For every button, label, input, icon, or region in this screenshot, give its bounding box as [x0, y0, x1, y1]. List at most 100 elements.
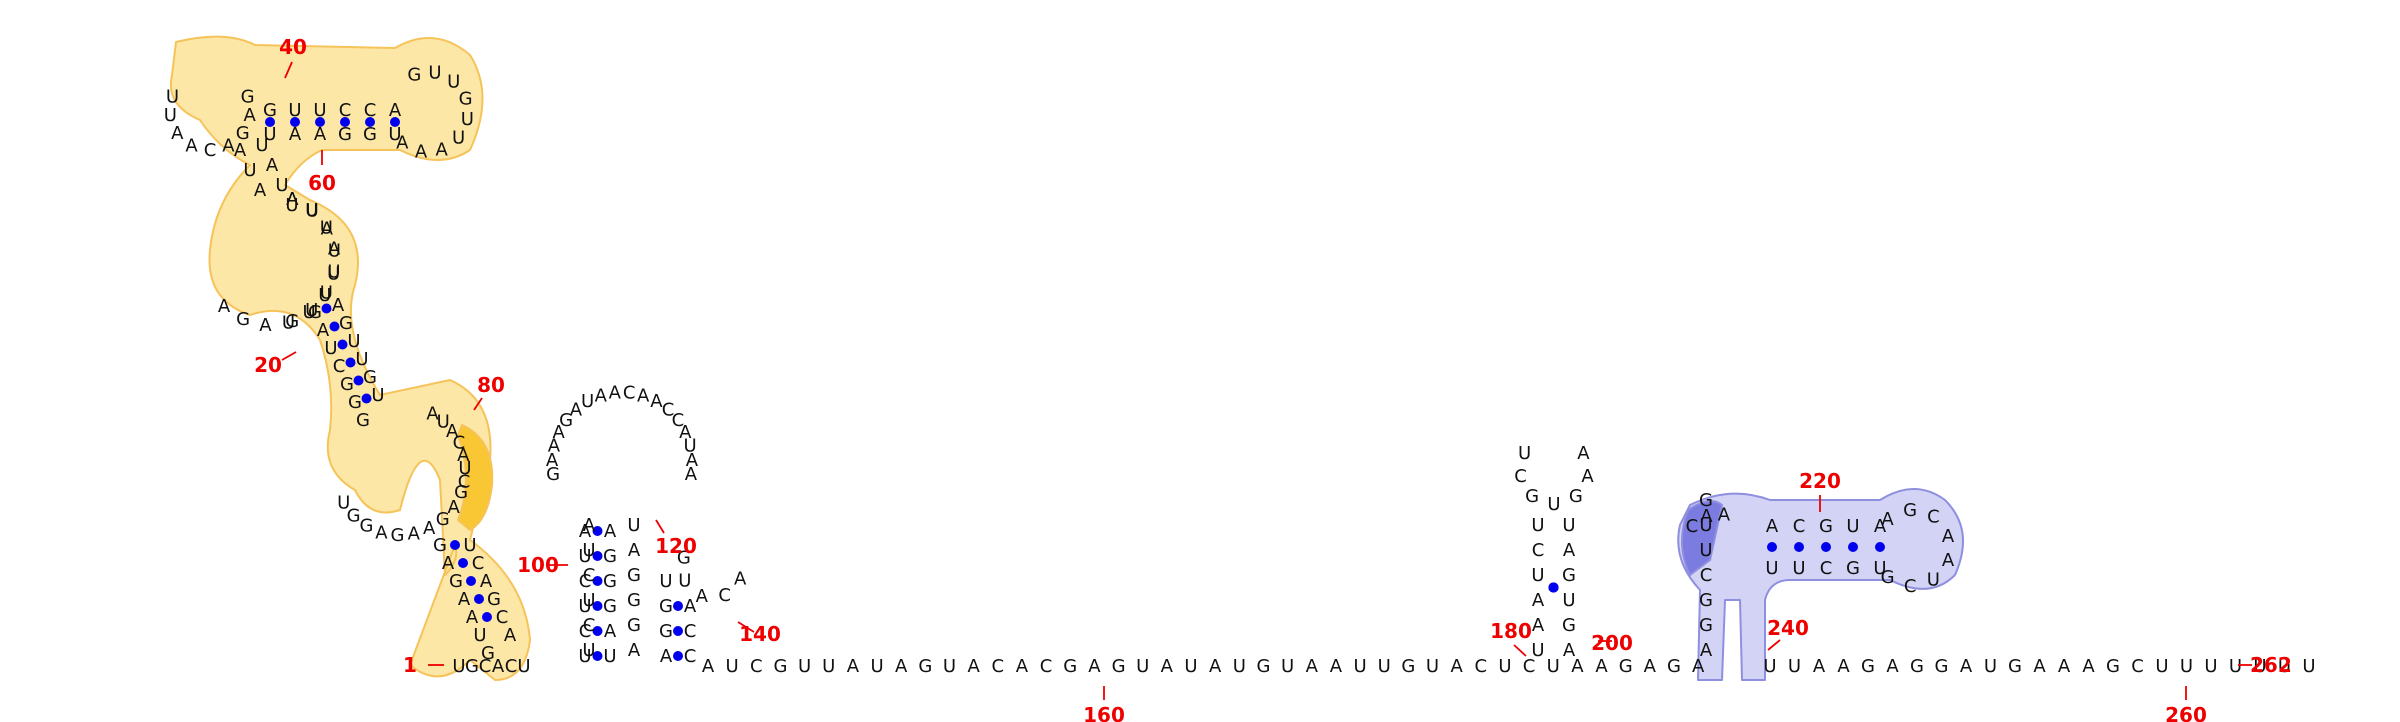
nucleotide: U	[1792, 558, 1805, 579]
base-pair-dot	[390, 117, 400, 127]
nucleotide: G	[1699, 590, 1713, 611]
base-pair-dot	[1821, 542, 1831, 552]
nucleotide: G	[546, 464, 560, 485]
position-tick	[1767, 639, 1781, 651]
base-pair-dot	[673, 651, 683, 661]
nucleotide: G	[363, 367, 377, 388]
nucleotide: A	[595, 385, 608, 406]
nucleotide: C	[1904, 576, 1917, 597]
nucleotide: C	[684, 621, 697, 642]
nucleotide: G	[340, 374, 354, 395]
nucleotide: G	[285, 311, 299, 332]
nucleotide: C	[1514, 466, 1527, 487]
nucleotide: C	[479, 656, 492, 677]
base-pair-dot	[1548, 582, 1559, 593]
nucleotide: G	[481, 643, 495, 664]
nucleotide: A	[570, 399, 583, 420]
nucleotide: G	[263, 100, 277, 121]
position-label: 40	[279, 35, 307, 59]
nucleotide: U	[1984, 656, 1997, 677]
nucleotide: U	[603, 646, 616, 667]
base-pair-dot	[482, 612, 492, 622]
nucleotide: C	[1700, 565, 1713, 586]
base-pair-dots	[265, 117, 1885, 661]
nucleotide: U	[1353, 656, 1366, 677]
nucleotide: A	[684, 596, 697, 617]
base-pair-dot	[1767, 542, 1777, 552]
nucleotide: G	[1562, 565, 1576, 586]
nucleotide: A	[266, 155, 279, 176]
nucleotide: C	[1475, 656, 1488, 677]
nucleotide: A	[579, 521, 592, 542]
nucleotide: U	[263, 124, 276, 145]
base-pair-dot	[315, 117, 325, 127]
nucleotide: G	[308, 302, 322, 323]
position-label: 200	[1591, 631, 1633, 655]
base-pair-dot	[474, 594, 484, 604]
nucleotide: U	[355, 349, 368, 370]
position-label: 262	[2250, 653, 2292, 677]
nucleotide: G	[359, 516, 373, 537]
nucleotide: G	[339, 313, 353, 334]
nucleotide: G	[1063, 656, 1077, 677]
nucleotide: A	[426, 404, 439, 425]
nucleotide: A	[436, 140, 449, 161]
base-pair-dot	[340, 117, 350, 127]
nucleotide: U	[1531, 640, 1544, 661]
nucleotide: U	[2229, 656, 2242, 677]
nucleotide: A	[321, 218, 334, 239]
nucleotide: U	[1184, 656, 1197, 677]
nucleotide: G	[465, 656, 479, 677]
position-label: 60	[308, 171, 336, 195]
nucleotide: C	[333, 356, 346, 377]
nucleotide: G	[1699, 490, 1713, 511]
nucleotide: A	[396, 133, 409, 154]
nucleotide: A	[2058, 656, 2071, 677]
nucleotide: U	[327, 264, 340, 285]
nucleotide: A	[375, 522, 388, 543]
base-pair-dot	[1848, 542, 1858, 552]
nucleotide: G	[2106, 656, 2120, 677]
nucleotide: A	[1886, 656, 1899, 677]
nucleotide: U	[2253, 656, 2266, 677]
nucleotide: G	[1619, 656, 1633, 677]
nucleotide: U	[581, 391, 594, 412]
nucleotide: U	[243, 160, 256, 181]
nucleotide: U	[1233, 656, 1246, 677]
nucleotide: A	[1837, 656, 1850, 677]
nucleotide: A	[243, 105, 256, 126]
nucleotide: U	[313, 100, 326, 121]
nucleotide: A	[1644, 656, 1657, 677]
nucleotide: C	[496, 607, 509, 628]
nucleotide: A	[457, 445, 470, 466]
nucleotide: A	[685, 464, 698, 485]
nucleotide: U	[371, 385, 384, 406]
nucleotide: U	[306, 201, 319, 222]
nucleotide: A	[609, 382, 622, 403]
nucleotide: C	[1793, 516, 1806, 537]
nucleotide: A	[1563, 540, 1576, 561]
nucleotide: U	[282, 312, 295, 333]
nucleotide: C	[453, 433, 466, 454]
nucleotide: G	[659, 621, 673, 642]
nucleotide: A	[1700, 506, 1713, 527]
nucleotide: C	[684, 646, 697, 667]
nucleotide: G	[459, 88, 473, 109]
nucleotide: U	[1699, 540, 1712, 561]
nucleotide: A	[1016, 656, 1029, 677]
nucleotide: A	[604, 521, 617, 542]
base-pair-dot	[673, 626, 683, 636]
position-label: 180	[1490, 619, 1532, 643]
nucleotide: A	[254, 180, 267, 201]
nucleotide: A	[686, 450, 699, 471]
nucleotide: G	[487, 589, 501, 610]
nucleotide: C	[204, 140, 217, 161]
nucleotide: A	[660, 646, 673, 667]
nucleotide: A	[185, 135, 198, 156]
nucleotide: C	[583, 615, 596, 636]
nucleotide: G	[1910, 656, 1924, 677]
position-label: 220	[1799, 469, 1841, 493]
nucleotide: A	[408, 524, 421, 545]
nucleotide: U	[578, 646, 591, 667]
position-label: 120	[655, 534, 697, 558]
